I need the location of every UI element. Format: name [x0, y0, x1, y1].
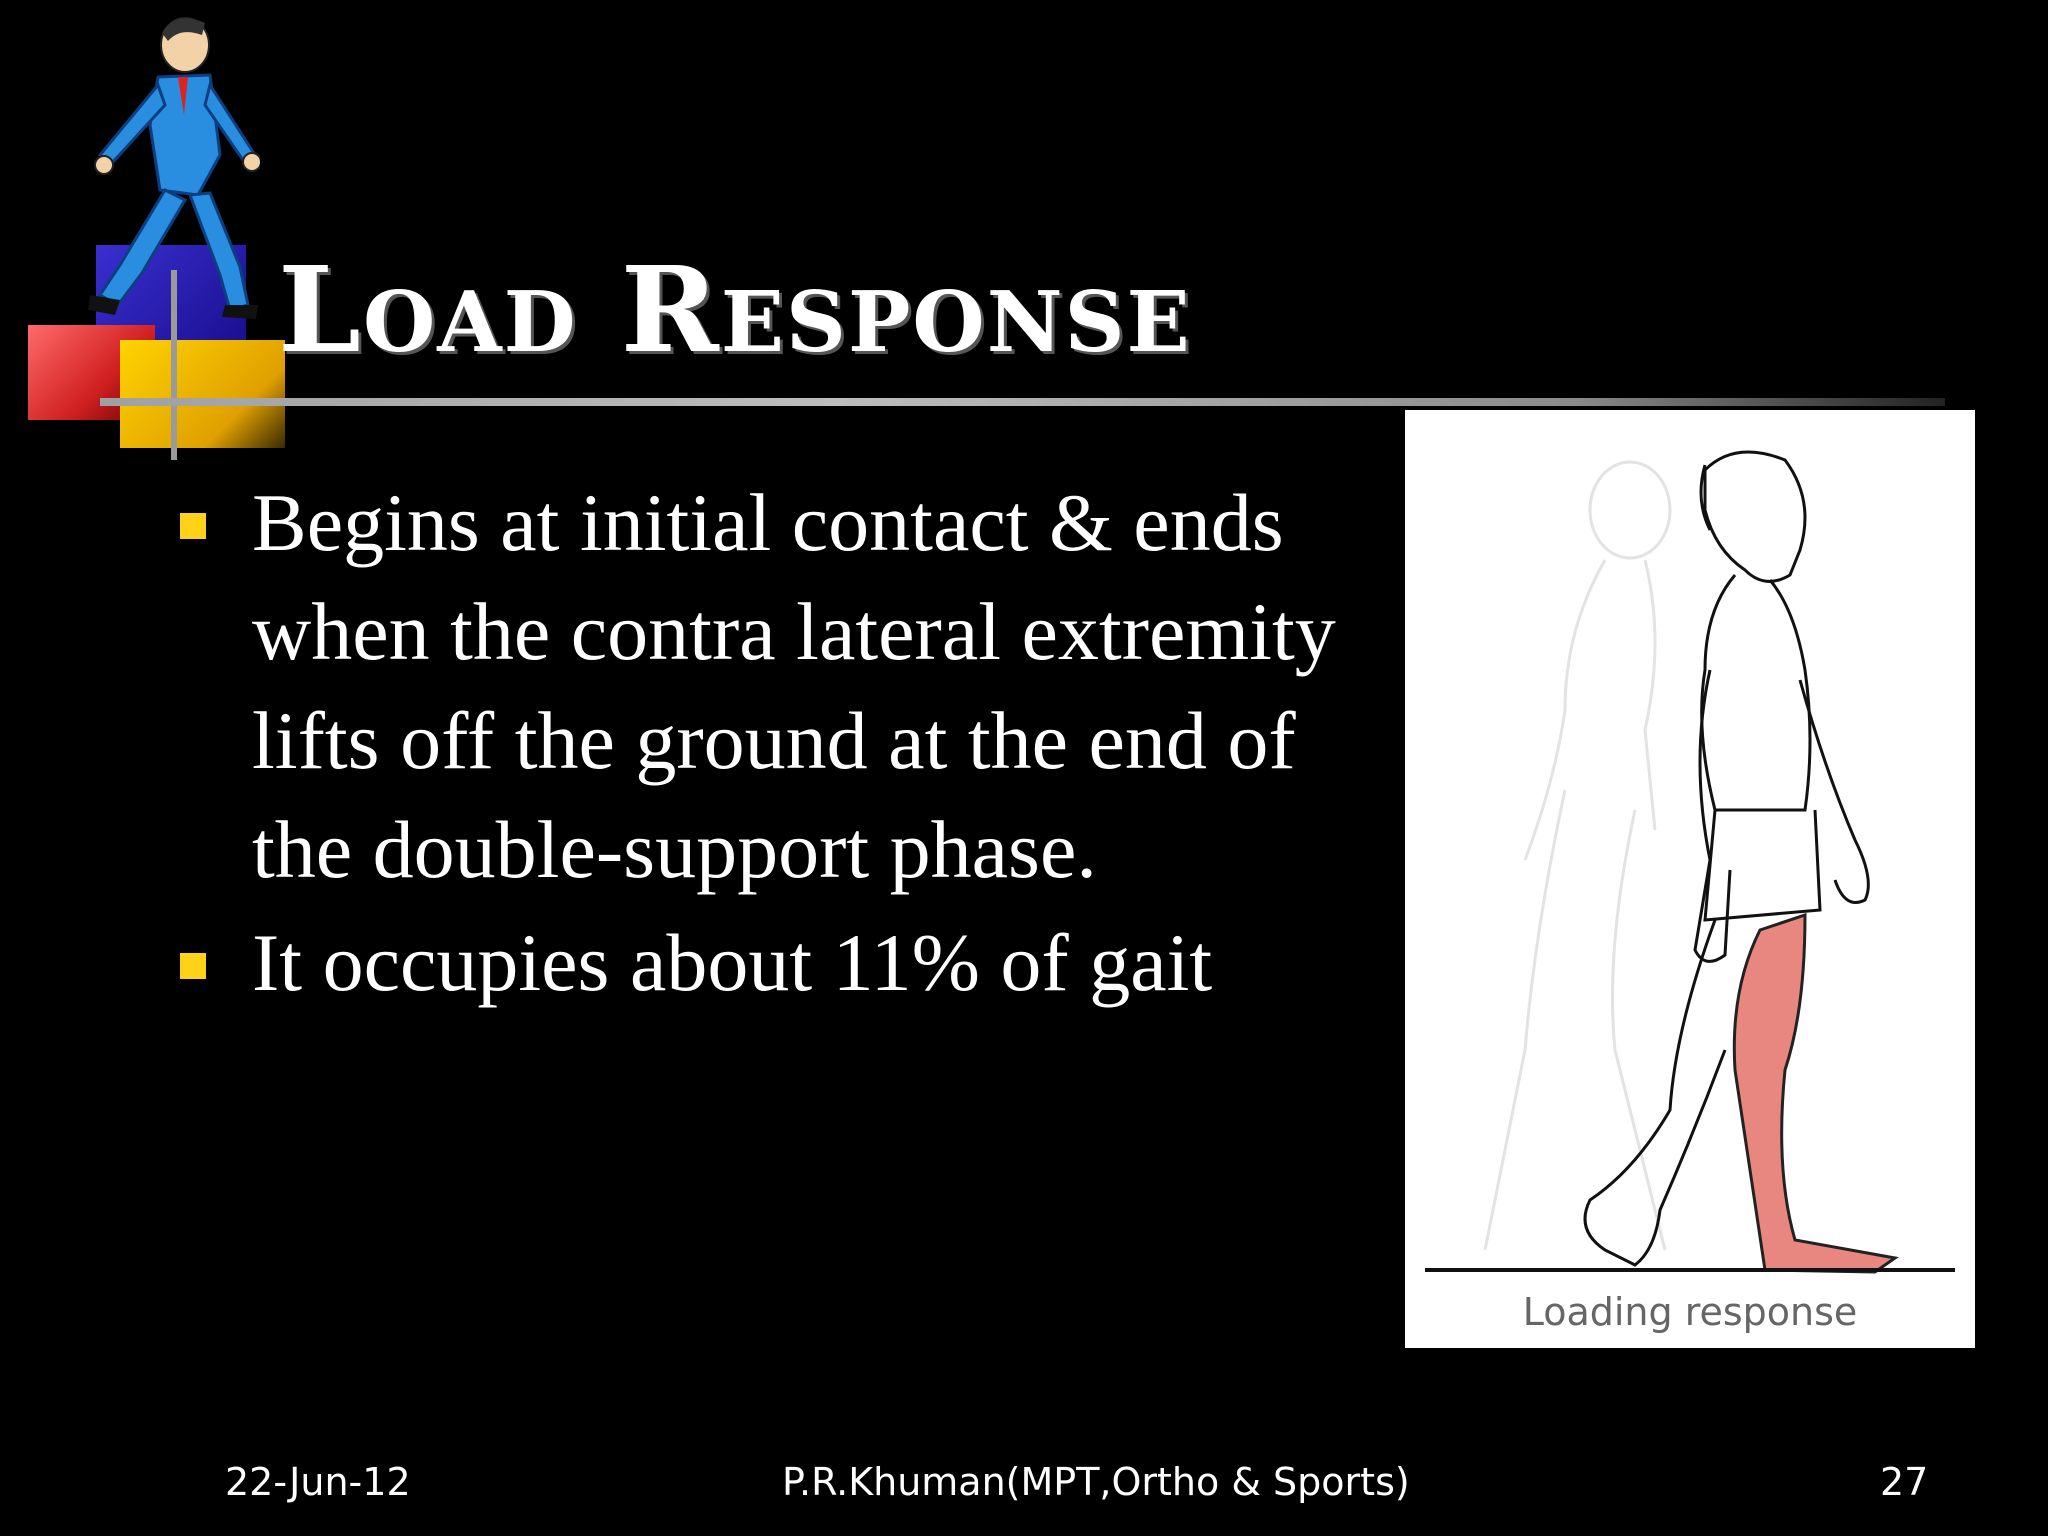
decor-yellow-square — [120, 340, 285, 448]
footer-author: P.R.Khuman(MPT,Ortho & Sports) — [782, 1460, 1410, 1504]
page-number: 27 — [1880, 1460, 1929, 1504]
bullet-list: Begins at initial contact & ends when th… — [170, 468, 1370, 1021]
footer-date: 22-Jun-12 — [225, 1460, 411, 1504]
bullet-text: Begins at initial contact & ends when th… — [252, 477, 1336, 895]
gait-figure: Loading response — [1405, 410, 1975, 1348]
bullet-square-icon — [180, 953, 206, 979]
walking-figure-illustration — [1425, 450, 1955, 1274]
slide-title: Load Response — [278, 240, 1192, 379]
title-underline — [100, 398, 1945, 406]
bullet-text: It occupies about 11% of gait — [252, 917, 1213, 1008]
figure-caption: Loading response — [1522, 1290, 1858, 1334]
bullet-item: It occupies about 11% of gait — [170, 908, 1370, 1017]
bullet-item: Begins at initial contact & ends when th… — [170, 468, 1370, 904]
bullet-square-icon — [180, 513, 206, 539]
walking-man-clipart — [88, 17, 260, 319]
decor-vertical-line — [171, 270, 177, 460]
